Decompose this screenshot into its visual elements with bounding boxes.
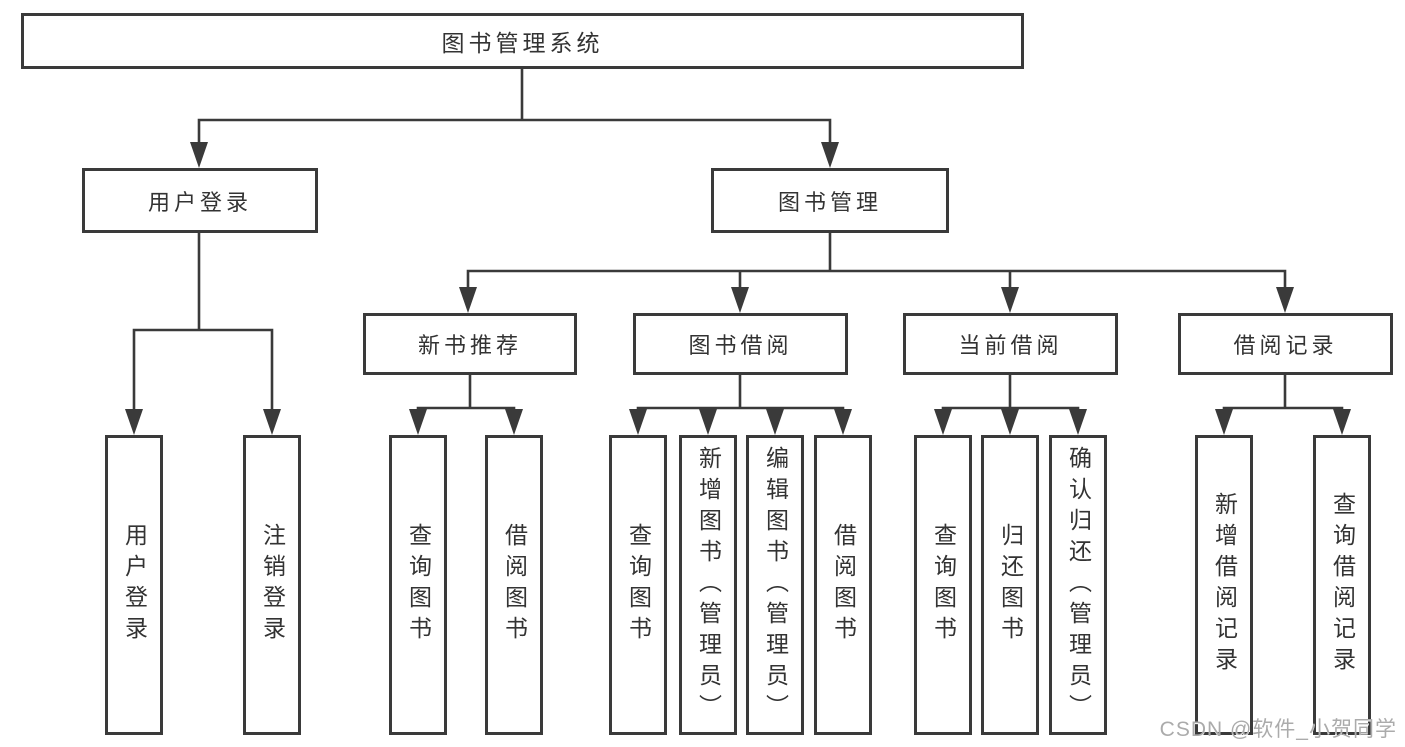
leaf-newrec-query-books: 查询图书 bbox=[389, 435, 447, 735]
leaf-user-login: 用户登录 bbox=[105, 435, 163, 735]
node-book-management: 图书管理 bbox=[711, 168, 949, 233]
leaf-records-query-record: 查询借阅记录 bbox=[1313, 435, 1371, 735]
leaf-logout: 注销登录 bbox=[243, 435, 301, 735]
node-user-login: 用户登录 bbox=[82, 168, 318, 233]
leaf-borrow-query-books: 查询图书 bbox=[609, 435, 667, 735]
node-book-borrow: 图书借阅 bbox=[633, 313, 848, 375]
leaf-borrow-borrow-books: 借阅图书 bbox=[814, 435, 872, 735]
leaf-borrow-add-books-admin: 新增图书（管理员） bbox=[679, 435, 737, 735]
leaf-current-query-books: 查询图书 bbox=[914, 435, 972, 735]
leaf-borrow-edit-books-admin: 编辑图书（管理员） bbox=[746, 435, 804, 735]
node-root: 图书管理系统 bbox=[21, 13, 1024, 69]
leaf-current-return-books: 归还图书 bbox=[981, 435, 1039, 735]
node-borrow-records: 借阅记录 bbox=[1178, 313, 1393, 375]
leaf-records-add-record: 新增借阅记录 bbox=[1195, 435, 1253, 735]
node-new-book-recommend: 新书推荐 bbox=[363, 313, 577, 375]
csdn-watermark: CSDN @软件_小贺同学 bbox=[1159, 718, 1397, 741]
leaf-newrec-borrow-books: 借阅图书 bbox=[485, 435, 543, 735]
node-current-borrow: 当前借阅 bbox=[903, 313, 1118, 375]
leaf-current-confirm-return-admin: 确认归还（管理员） bbox=[1049, 435, 1107, 735]
